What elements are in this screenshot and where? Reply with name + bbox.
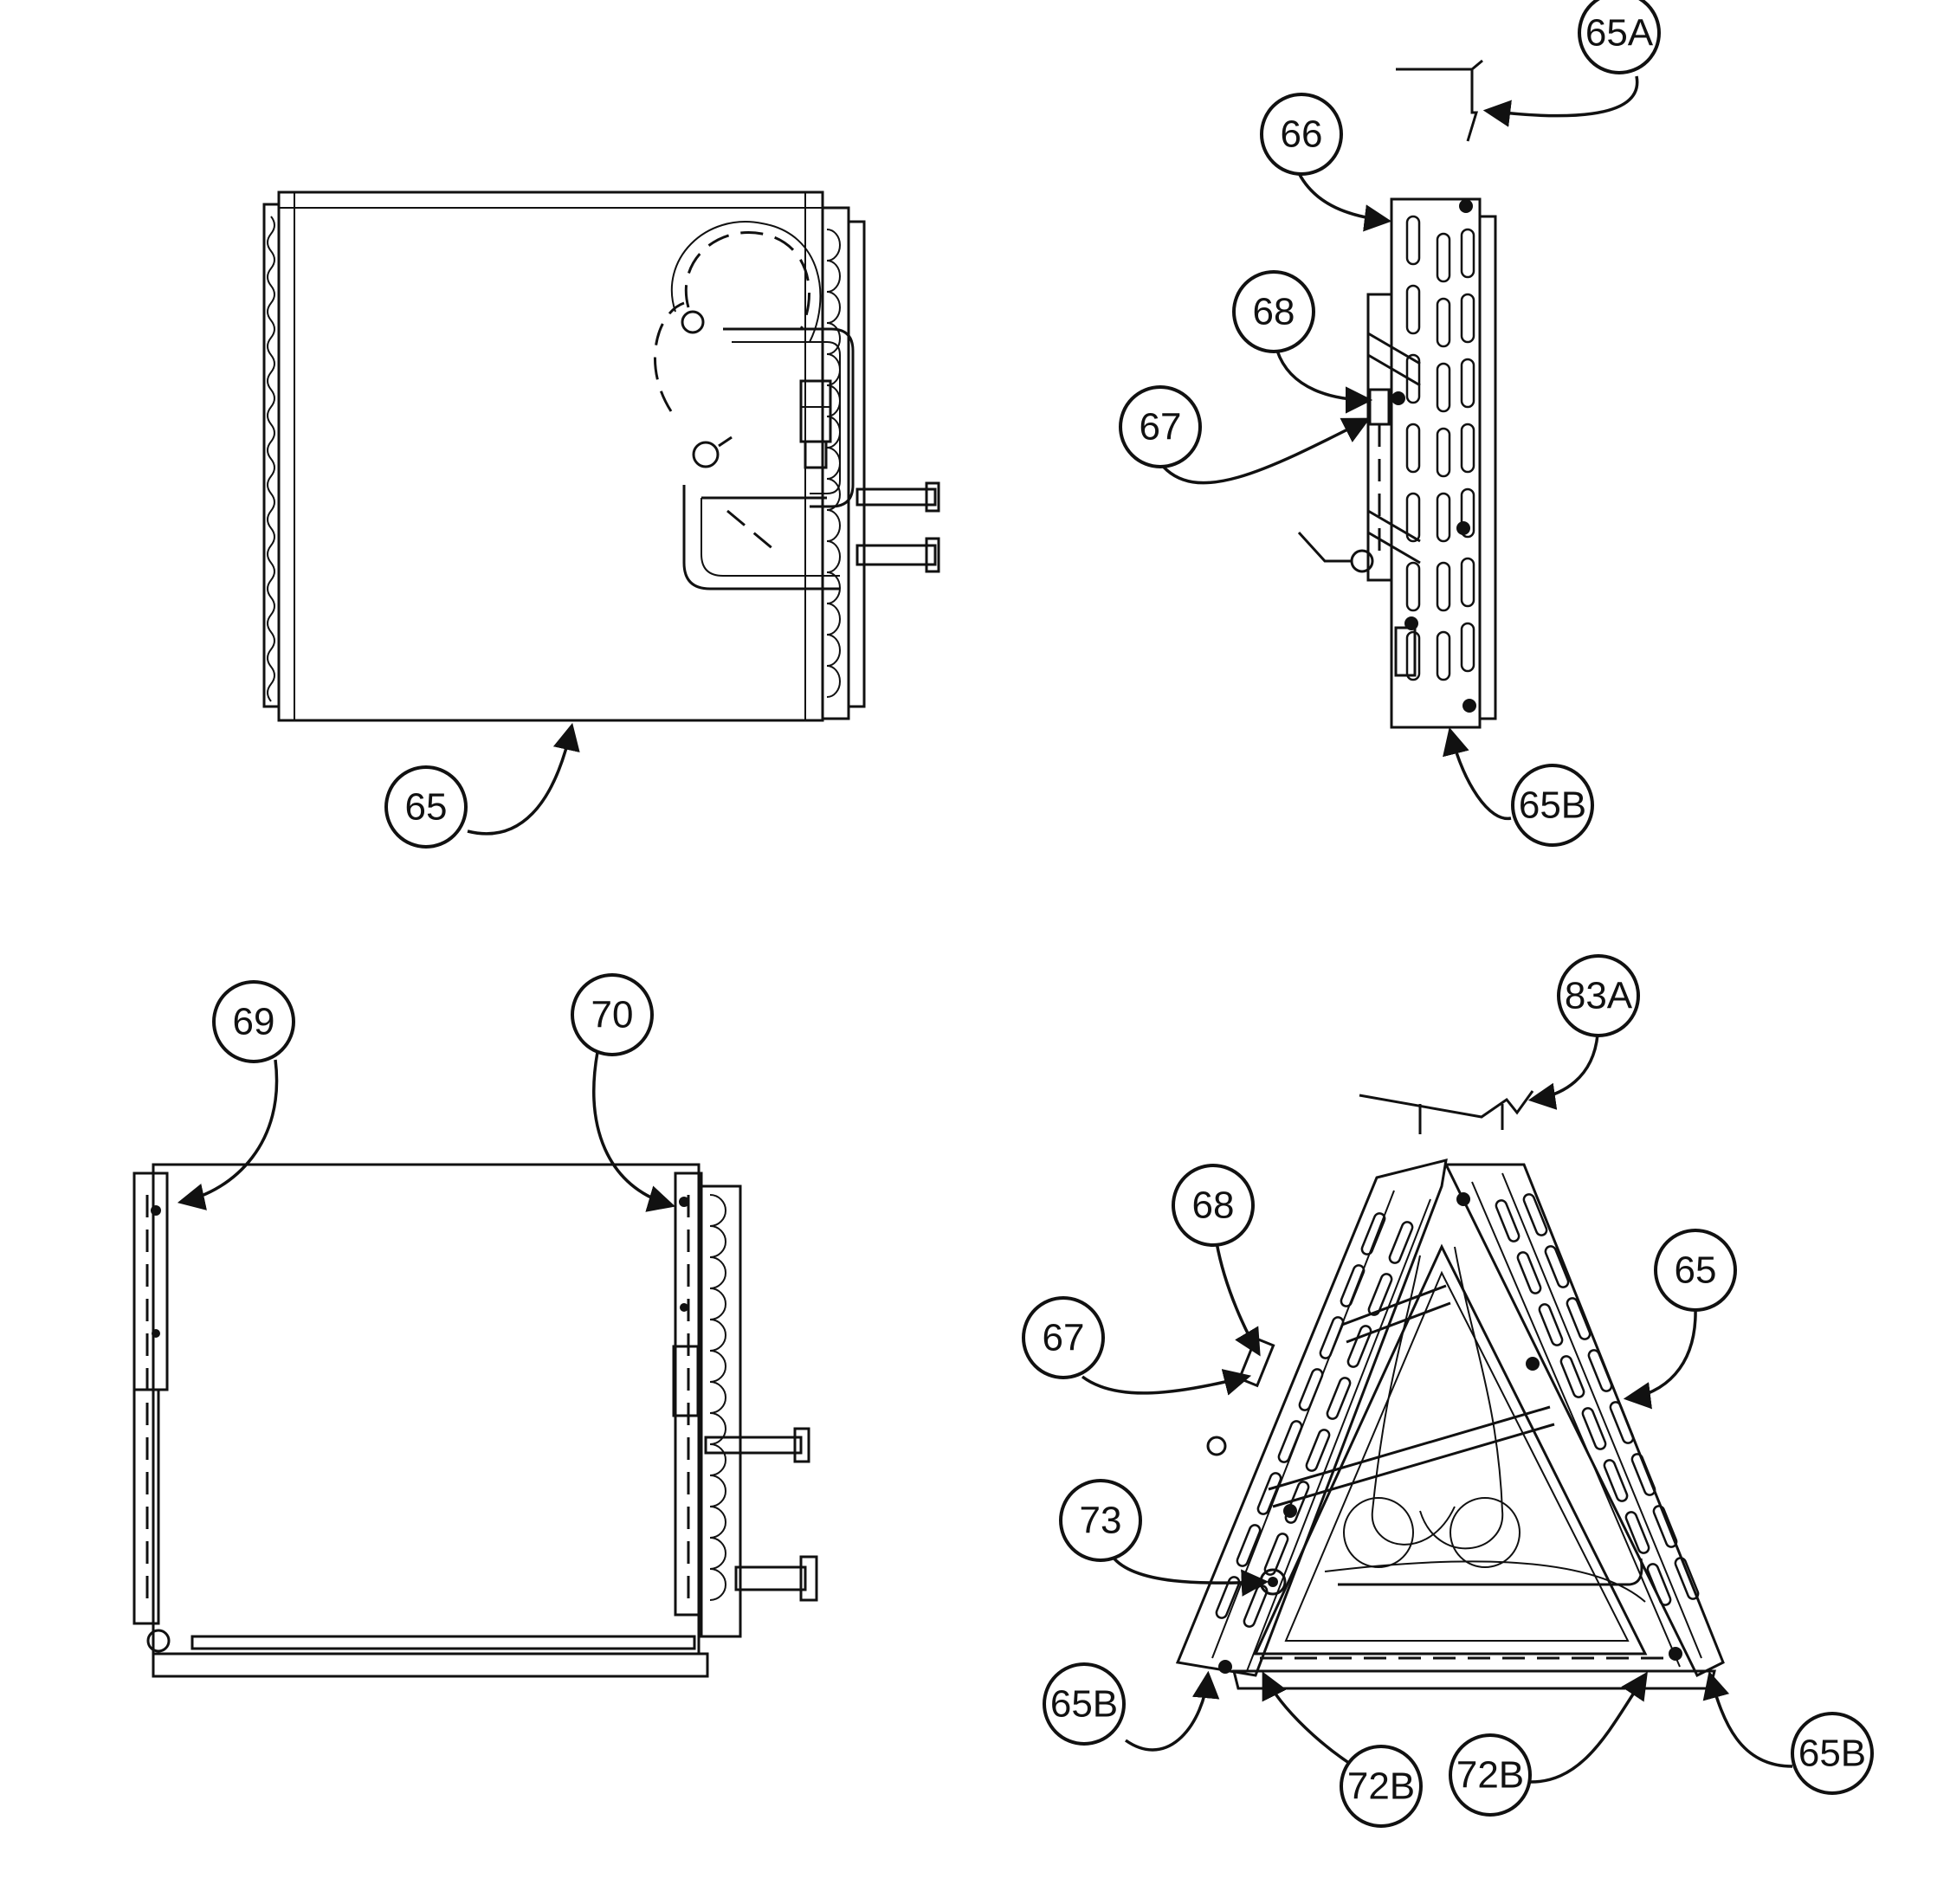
callout-66: 66 — [1260, 93, 1392, 232]
callout-65b-bottom-left: 65B — [1043, 1662, 1220, 1752]
svg-text:65B: 65B — [1050, 1683, 1118, 1726]
callout-68-top: 68 — [1232, 270, 1373, 414]
svg-text:68: 68 — [1192, 1184, 1235, 1227]
svg-text:65B: 65B — [1798, 1733, 1866, 1775]
callout-67-bottom: 67 — [1022, 1296, 1252, 1396]
svg-text:72B: 72B — [1456, 1754, 1524, 1797]
callout-68-bottom: 68 — [1172, 1164, 1261, 1357]
svg-text:68: 68 — [1253, 291, 1295, 333]
svg-text:72B: 72B — [1347, 1765, 1415, 1808]
svg-text:67: 67 — [1140, 406, 1182, 449]
callout-73: 73 — [1059, 1479, 1269, 1597]
svg-text:69: 69 — [233, 1001, 275, 1043]
a-coil-assembly — [1175, 1090, 1725, 1690]
svg-text:70: 70 — [591, 994, 634, 1036]
svg-text:65A: 65A — [1585, 12, 1654, 55]
callout-65-bottom: 65 — [1623, 1229, 1737, 1410]
svg-text:65: 65 — [405, 786, 448, 829]
callout-65-top-left: 65 — [384, 722, 580, 849]
coil-with-plates — [132, 1163, 818, 1678]
coil-side-view — [262, 190, 940, 722]
callout-83a: 83A — [1527, 954, 1640, 1110]
callout-72b-right: 72B — [1449, 1671, 1648, 1817]
svg-text:83A: 83A — [1565, 975, 1633, 1017]
callout-70: 70 — [571, 973, 676, 1212]
svg-text:67: 67 — [1043, 1317, 1085, 1359]
svg-text:73: 73 — [1080, 1500, 1122, 1542]
callout-65b-bottom-right: 65B — [1702, 1670, 1874, 1795]
svg-text:66: 66 — [1281, 113, 1323, 156]
callout-67-top: 67 — [1119, 385, 1371, 485]
callout-69: 69 — [177, 980, 295, 1210]
svg-text:65: 65 — [1675, 1249, 1717, 1292]
callout-72b-left: 72B — [1262, 1671, 1423, 1828]
callout-65b-top: 65B — [1443, 726, 1594, 847]
svg-text:65B: 65B — [1519, 784, 1586, 827]
callout-65a: 65A — [1482, 0, 1661, 127]
